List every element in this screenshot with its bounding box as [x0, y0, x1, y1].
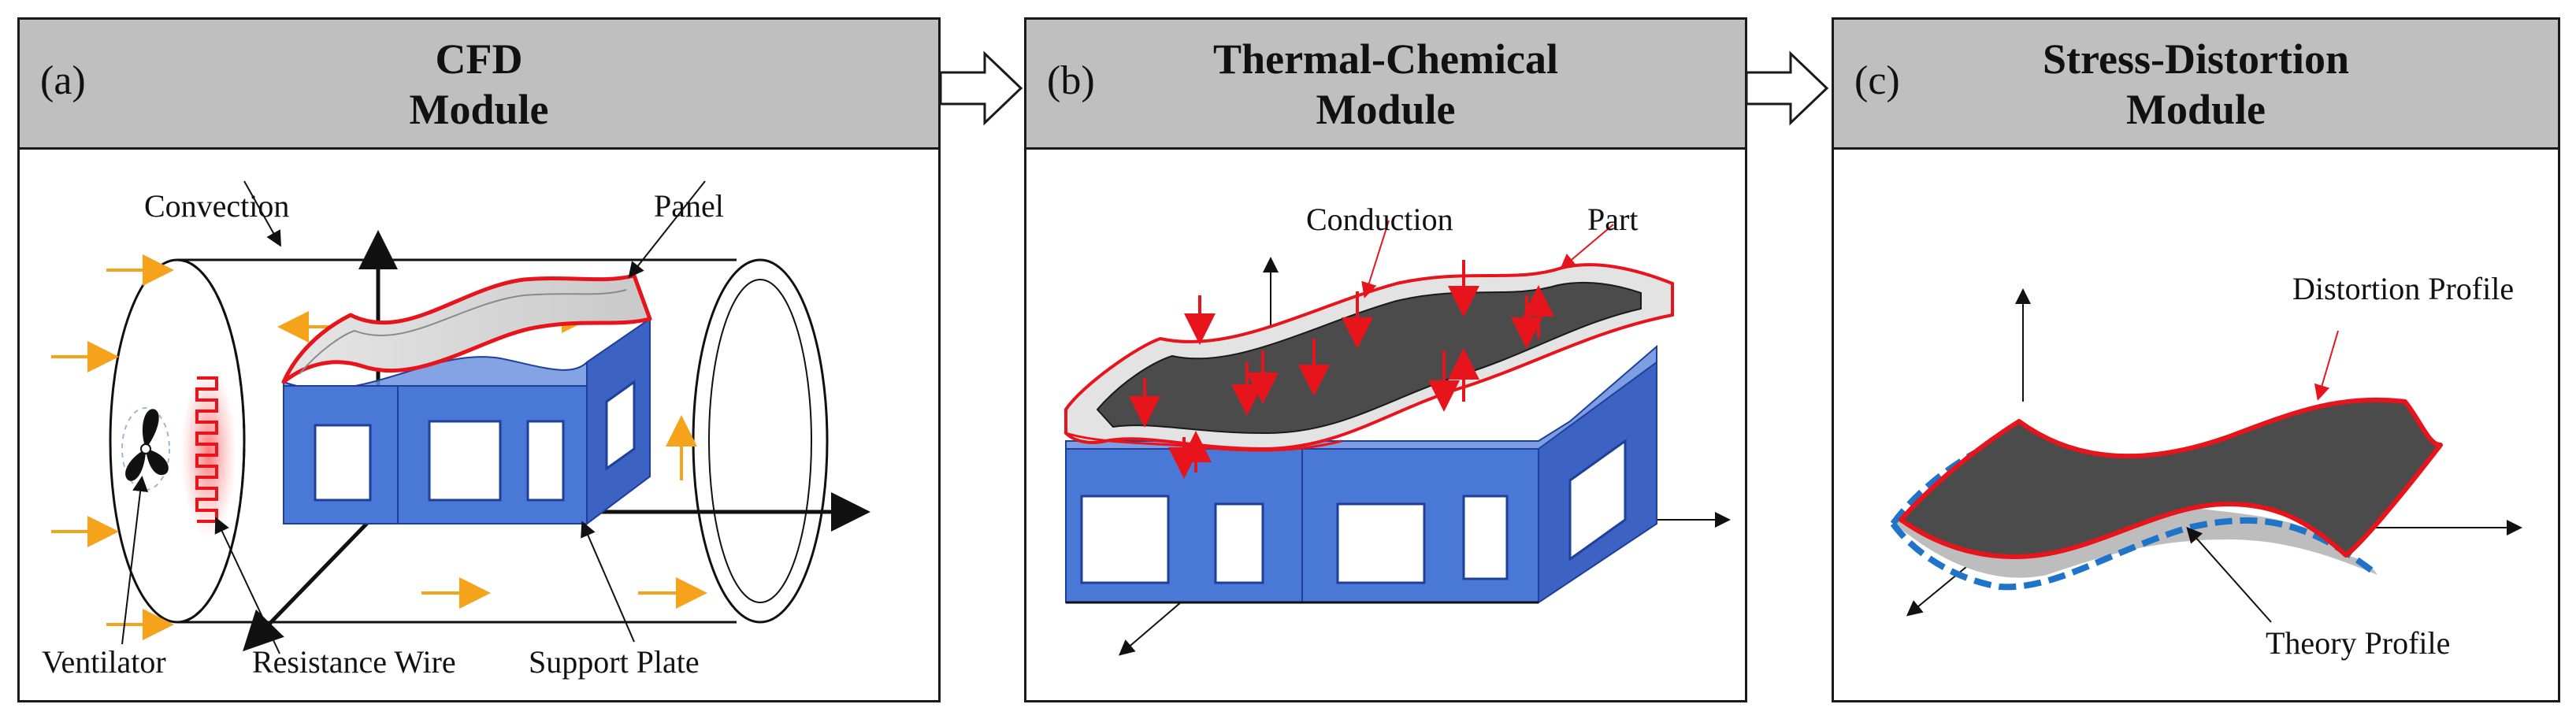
theory-profile-label: Theory Profile	[2266, 625, 2451, 661]
resistance-wire-label: Resistance Wire	[252, 644, 456, 680]
stress-distortion-module-header: (c) Stress-Distortion Module	[1834, 20, 2558, 150]
distortion-profile-label: Distortion Profile	[2292, 271, 2515, 306]
thermal-chemical-module-panel: (b) Thermal-Chemical Module	[1024, 17, 1747, 702]
convection-label: Convection	[144, 188, 290, 224]
step-arrow-a-to-b	[939, 50, 1023, 126]
support-plate-label: Support Plate	[529, 644, 700, 680]
thermal-chemical-module-title: Thermal-Chemical Module	[1213, 35, 1558, 133]
cfd-module-title: CFD Module	[409, 35, 549, 133]
cfd-oven-diagram	[51, 180, 870, 654]
ventilator-label: Ventilator	[42, 644, 166, 680]
thermal-chemical-module-header: (b) Thermal-Chemical Module	[1026, 20, 1745, 150]
panel-letter-a: (a)	[40, 58, 86, 103]
leader-lines	[2186, 330, 2339, 623]
panel-letter-c: (c)	[1854, 58, 1900, 103]
step-arrow-b-to-c	[1745, 50, 1829, 126]
cfd-module-panel: (a) CFD Module	[17, 17, 941, 702]
panel-label: Panel	[654, 188, 724, 224]
stress-distortion-module-title: Stress-Distortion Module	[2043, 35, 2349, 133]
part-label: Part	[1587, 202, 1639, 237]
distortion-profile	[1899, 397, 2443, 559]
leader-lines	[1361, 220, 1614, 298]
support-structure	[1065, 344, 1657, 604]
stress-distortion-module-panel: (c) Stress-Distortion Module	[1832, 17, 2560, 702]
conduction-arrows	[1129, 260, 1554, 479]
conduction-label: Conduction	[1306, 202, 1453, 237]
resistance-wire-icon	[181, 366, 236, 539]
thermal-chemical-diagram	[1064, 220, 1731, 656]
panel-letter-b: (b)	[1047, 58, 1095, 103]
cfd-module-header: (a) CFD Module	[20, 20, 938, 150]
stress-distortion-diagram	[1890, 288, 2522, 623]
leader-lines	[121, 180, 706, 654]
support-plate	[283, 317, 651, 525]
